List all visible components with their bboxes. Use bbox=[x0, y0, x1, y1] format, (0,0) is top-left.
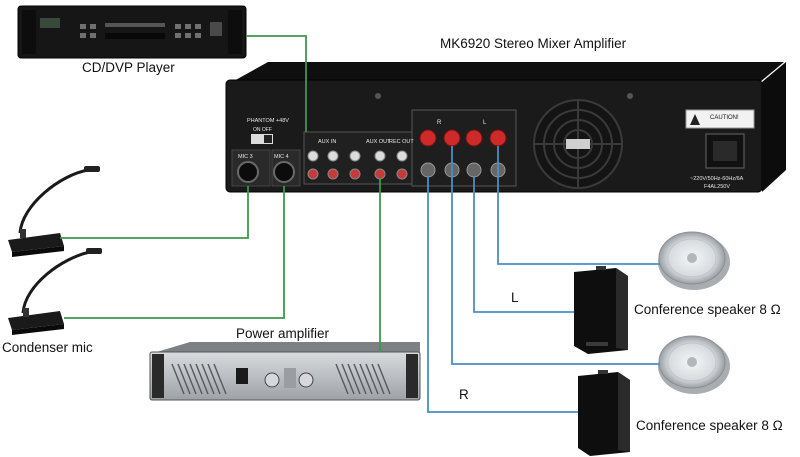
wire-cd-to-aux-in bbox=[246, 35, 307, 132]
phantom-switch bbox=[251, 134, 273, 144]
wire-r-minus bbox=[427, 176, 578, 413]
volume-knob-left bbox=[264, 372, 280, 388]
wire-l-plus bbox=[497, 146, 660, 265]
channel-r-label: R bbox=[459, 387, 469, 402]
wire-mic3 bbox=[60, 186, 249, 239]
aux-out-label: AUX OUT bbox=[366, 139, 391, 145]
cd-player-label: CD/DVP Player bbox=[82, 60, 175, 75]
power-switch bbox=[236, 368, 248, 384]
mic3-socket bbox=[237, 161, 259, 183]
mic4-socket bbox=[273, 161, 295, 183]
speaker-top-label: Conference speaker 8 Ω bbox=[634, 302, 781, 317]
condenser-mic-label: Condenser mic bbox=[2, 340, 93, 355]
mic3-label: MIC 3 bbox=[238, 154, 253, 160]
blue-wires bbox=[427, 146, 660, 413]
phantom-label: PHANTOM +48V bbox=[247, 118, 289, 124]
rca-jacks bbox=[307, 150, 408, 180]
channel-l-label: L bbox=[511, 290, 519, 305]
cooling-fan bbox=[533, 99, 623, 189]
speaker-terminals bbox=[419, 129, 507, 178]
rec-out-label: REC OUT bbox=[389, 139, 414, 145]
wire-r-plus bbox=[451, 146, 660, 365]
wire-l-minus bbox=[473, 176, 574, 313]
volume-knob-right bbox=[298, 372, 314, 388]
terminal-l-label: L bbox=[483, 120, 487, 126]
cd-buttons bbox=[80, 24, 201, 38]
caution-label bbox=[685, 109, 755, 129]
mixer-amplifier-label: MK6920 Stereo Mixer Amplifier bbox=[440, 36, 627, 51]
condenser-mic-lower bbox=[8, 248, 102, 335]
ceiling-speaker-top bbox=[658, 231, 730, 290]
cd-player bbox=[17, 5, 247, 59]
phantom-switch-label: ON OFF bbox=[253, 127, 272, 133]
aux-in-label: AUX IN bbox=[318, 139, 336, 145]
power-amplifier bbox=[149, 342, 421, 401]
fuse-text: F4AL250V bbox=[704, 184, 730, 190]
mic4-label: MIC 4 bbox=[274, 154, 289, 160]
wire-mic4 bbox=[64, 186, 285, 319]
amp-vents bbox=[171, 363, 391, 395]
cd-display bbox=[40, 18, 60, 28]
power-amplifier-label: Power amplifier bbox=[236, 326, 330, 341]
mixer-amplifier bbox=[225, 62, 786, 193]
green-wires bbox=[60, 35, 381, 352]
terminal-r-label: R bbox=[437, 120, 442, 126]
power-rating-text: ~220V/50Hz-60Hz/6A bbox=[690, 176, 744, 182]
disc-tray bbox=[105, 33, 165, 39]
wall-speaker-top bbox=[574, 266, 628, 354]
condenser-mic-upper bbox=[8, 166, 100, 257]
speaker-bottom-label: Conference speaker 8 Ω bbox=[636, 418, 783, 433]
panel-text: PHANTOM +48V ON OFF MIC 3 MIC 4 AUX IN A… bbox=[238, 115, 744, 190]
caution-text: CAUTION! bbox=[710, 115, 739, 121]
ceiling-speaker-bottom bbox=[658, 335, 730, 394]
wall-speaker-bottom bbox=[578, 370, 630, 456]
